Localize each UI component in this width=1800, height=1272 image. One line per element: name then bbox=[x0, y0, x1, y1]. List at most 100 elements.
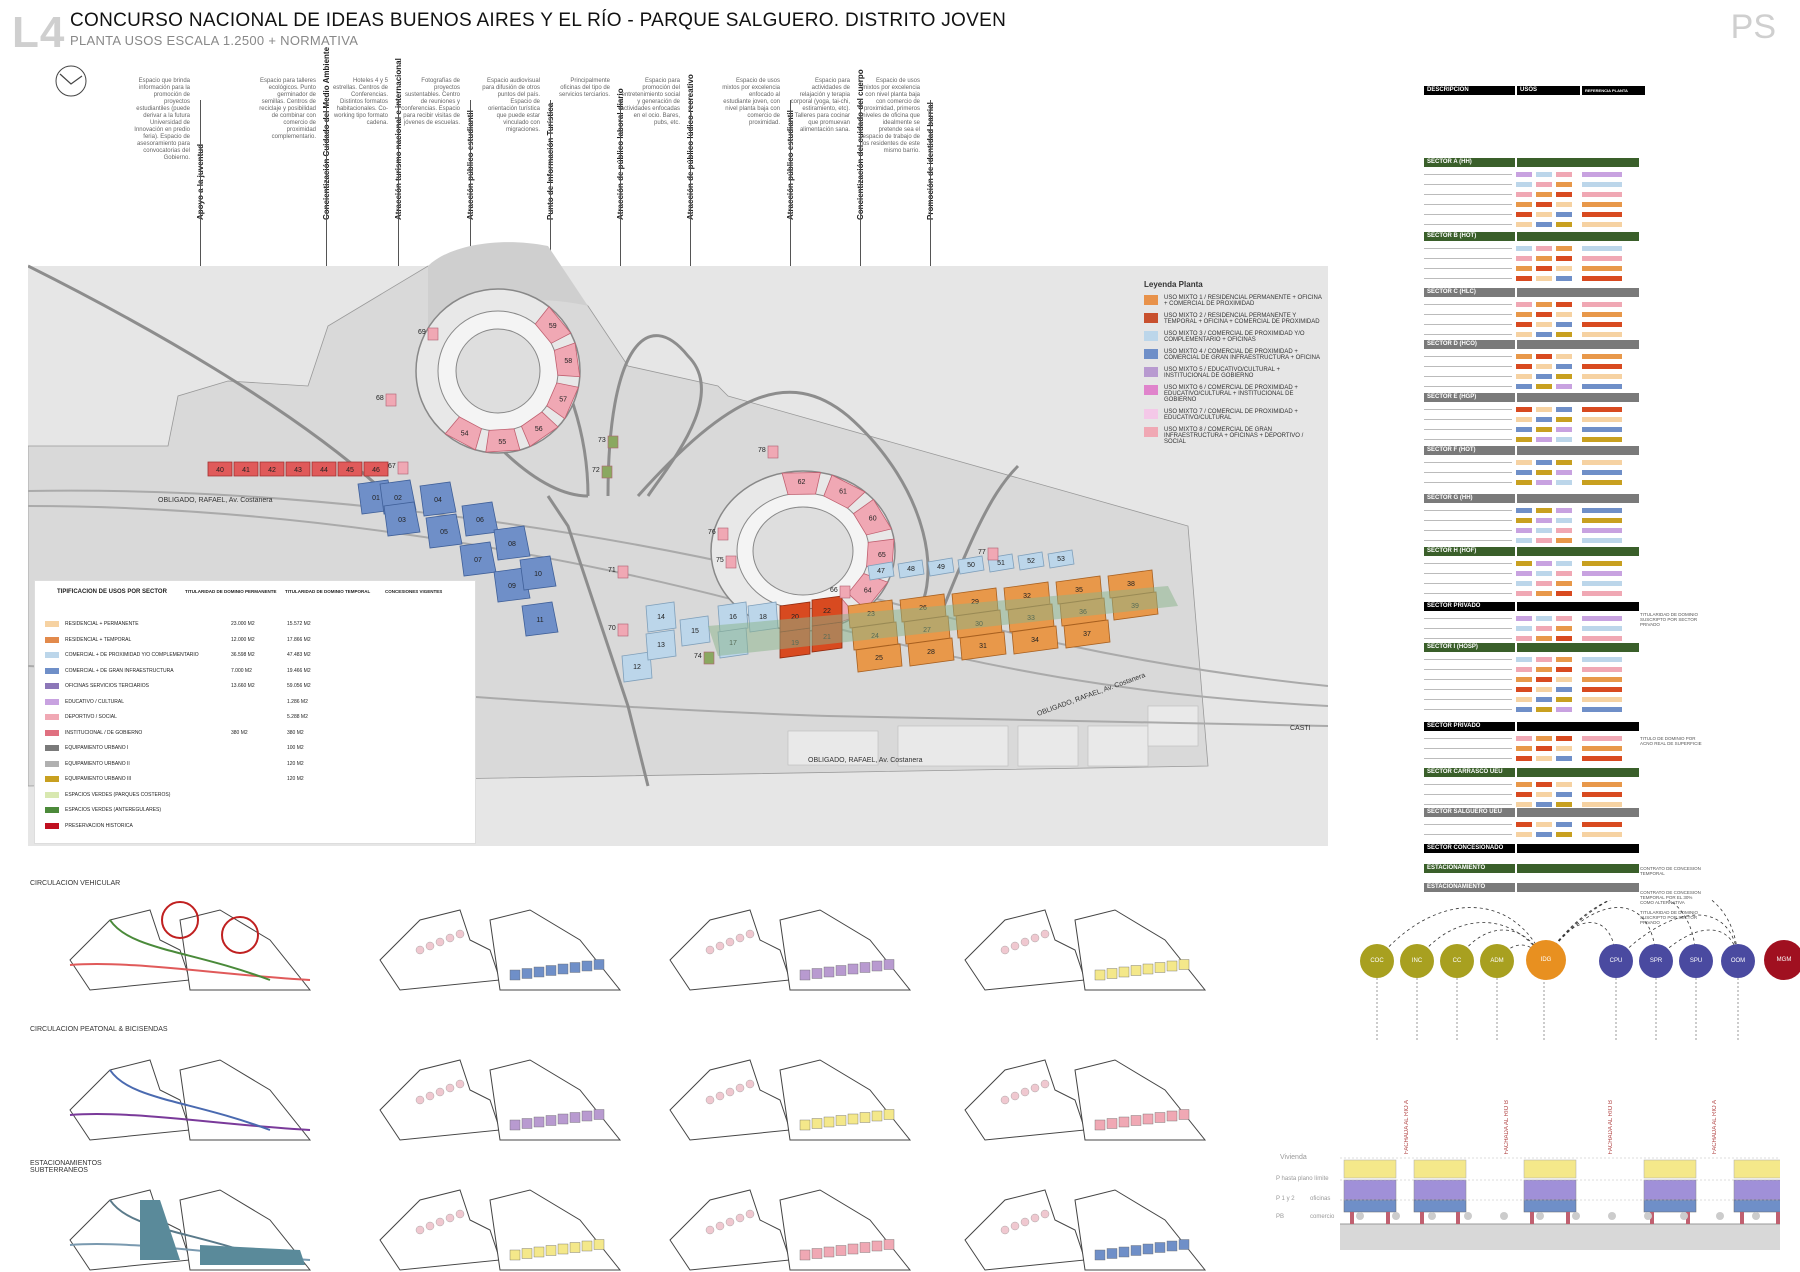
row-swatch bbox=[45, 745, 59, 751]
use-chip bbox=[1536, 172, 1552, 177]
parcel-lot: 68 bbox=[376, 393, 397, 407]
svg-text:25: 25 bbox=[875, 655, 883, 662]
parcel-section-row: SECTOR C (HLC) bbox=[1424, 287, 1704, 297]
diagram-title: CIRCULACION PEATONAL & BICISENDAS bbox=[30, 1026, 168, 1033]
svg-text:59: 59 bbox=[549, 323, 557, 330]
use-chip bbox=[1556, 656, 1572, 662]
use-chip bbox=[1536, 570, 1552, 576]
section-name: SECTOR PRIVADO PERMANENTE bbox=[1424, 602, 1515, 618]
tree-icon bbox=[1392, 1212, 1400, 1220]
use-chip bbox=[1536, 706, 1552, 712]
legend-title: Leyenda Planta bbox=[1144, 280, 1203, 289]
parcel-sub-row bbox=[1424, 705, 1622, 714]
use-chip bbox=[1536, 590, 1552, 596]
reference-chip bbox=[1582, 311, 1622, 317]
legend-item: USO MIXTO 7 / COMERCIAL DE PROXIMIDAD + … bbox=[1144, 409, 1324, 421]
parcel-lot: 72 bbox=[592, 465, 613, 479]
reference-chip bbox=[1582, 192, 1622, 197]
reference-chip bbox=[1582, 374, 1622, 380]
row-label: PRESERVACION HISTORICA bbox=[65, 822, 133, 829]
legend-item: USO MIXTO 6 / COMERCIAL DE PROXIMIDAD + … bbox=[1144, 385, 1324, 403]
use-chip bbox=[1556, 822, 1572, 828]
parcel-note: CONTRATO DE CONCESION TEMPORAL POR EL 30… bbox=[1640, 890, 1701, 905]
parcel-lot: 49 bbox=[927, 557, 955, 577]
reference-chip bbox=[1582, 696, 1622, 702]
use-chip bbox=[1516, 686, 1532, 692]
bubble-node: INC bbox=[1400, 944, 1434, 978]
row-label: COMERCIAL + DE GRAN INFRAESTRUCTURA bbox=[65, 667, 174, 674]
use-chip bbox=[1516, 822, 1532, 828]
svg-text:77: 77 bbox=[978, 549, 986, 556]
use-chip bbox=[1516, 636, 1532, 641]
mini-site-diagram bbox=[69, 901, 312, 991]
svg-text:74: 74 bbox=[694, 653, 702, 660]
parcel-sub-row bbox=[1424, 624, 1622, 633]
row-label: ESPACIOS VERDES (ANTEREGULARES) bbox=[65, 807, 162, 813]
parcel-note: TITULARIDAD DE DOMINIO SUSCRIPTO POR SEC… bbox=[1640, 612, 1699, 627]
parcel-section-row: ESTACIONAMIENTO SALGUERO bbox=[1424, 882, 1704, 899]
reference-chip bbox=[1582, 480, 1622, 485]
svg-text:72: 72 bbox=[592, 467, 600, 474]
legend-label: USO MIXTO 6 / COMERCIAL DE PROXIMIDAD + … bbox=[1164, 385, 1298, 403]
section-cut-label: FACHADA AL RIO A bbox=[1712, 1100, 1718, 1155]
parcel-sub-row bbox=[1424, 468, 1622, 477]
use-chip bbox=[1536, 756, 1552, 761]
svg-text:62: 62 bbox=[798, 479, 806, 486]
parcel-lot: 78 bbox=[758, 445, 779, 459]
svg-text:60: 60 bbox=[869, 516, 877, 523]
annotation-text: Espacio que brinda información para la p… bbox=[134, 78, 190, 161]
parcel-sub-row bbox=[1424, 589, 1622, 598]
svg-text:48: 48 bbox=[907, 566, 915, 573]
mini-site-diagram bbox=[69, 1189, 312, 1271]
tree-icon bbox=[1716, 1212, 1724, 1220]
section-name: SECTOR A (HH) bbox=[1424, 158, 1515, 167]
parcel-sub-row bbox=[1424, 330, 1622, 339]
reference-chip bbox=[1582, 417, 1622, 423]
row-swatch bbox=[45, 760, 59, 767]
section-bar bbox=[1517, 808, 1639, 818]
parcel-lot: 69 bbox=[418, 327, 439, 341]
reference-chip bbox=[1582, 407, 1622, 413]
use-chip bbox=[1556, 172, 1572, 177]
legend-swatch bbox=[1144, 313, 1158, 323]
section-building bbox=[1413, 1159, 1467, 1224]
legend-swatch bbox=[1144, 367, 1158, 377]
svg-text:61: 61 bbox=[839, 488, 847, 495]
svg-text:03: 03 bbox=[398, 517, 406, 524]
svg-text:37: 37 bbox=[1083, 631, 1091, 638]
svg-text:20: 20 bbox=[791, 614, 799, 621]
section-bar bbox=[1517, 393, 1639, 403]
reference-chip bbox=[1582, 756, 1622, 761]
svg-text:55: 55 bbox=[498, 439, 506, 446]
row-value: 23.000 M2 bbox=[231, 621, 255, 627]
svg-text:52: 52 bbox=[1027, 558, 1035, 565]
legend-swatch bbox=[1144, 349, 1158, 359]
parcel-section-row: SECTOR G (HH) bbox=[1424, 494, 1704, 503]
use-chip bbox=[1556, 626, 1572, 631]
use-chip bbox=[1536, 528, 1552, 533]
reference-chip bbox=[1582, 508, 1622, 513]
row-value: 47.483 M2 bbox=[287, 652, 311, 658]
parcel-sub-row bbox=[1424, 458, 1622, 467]
use-chip bbox=[1556, 374, 1572, 380]
row-swatch bbox=[45, 729, 59, 736]
parcel-sub-row bbox=[1424, 190, 1622, 199]
parcel-lot: 11 bbox=[521, 601, 559, 637]
parcel-lot: 06 bbox=[461, 501, 499, 537]
parcel-sub-row bbox=[1424, 362, 1622, 371]
row-swatch bbox=[45, 652, 59, 658]
parcel-sub-row bbox=[1424, 254, 1622, 263]
tree-icon bbox=[1644, 1212, 1652, 1220]
svg-text:04: 04 bbox=[434, 497, 442, 504]
use-chip bbox=[1516, 560, 1532, 566]
row-value: 12.000 M2 bbox=[231, 636, 255, 643]
bubble-node: CPU bbox=[1599, 944, 1633, 978]
parcel-sub-row bbox=[1424, 478, 1622, 487]
parcel-sub-row bbox=[1424, 734, 1622, 743]
use-chip bbox=[1556, 192, 1572, 197]
diagram-title: ESTACIONAMIENTOS SUBTERRANEOS bbox=[30, 1160, 102, 1174]
svg-text:69: 69 bbox=[418, 329, 426, 336]
